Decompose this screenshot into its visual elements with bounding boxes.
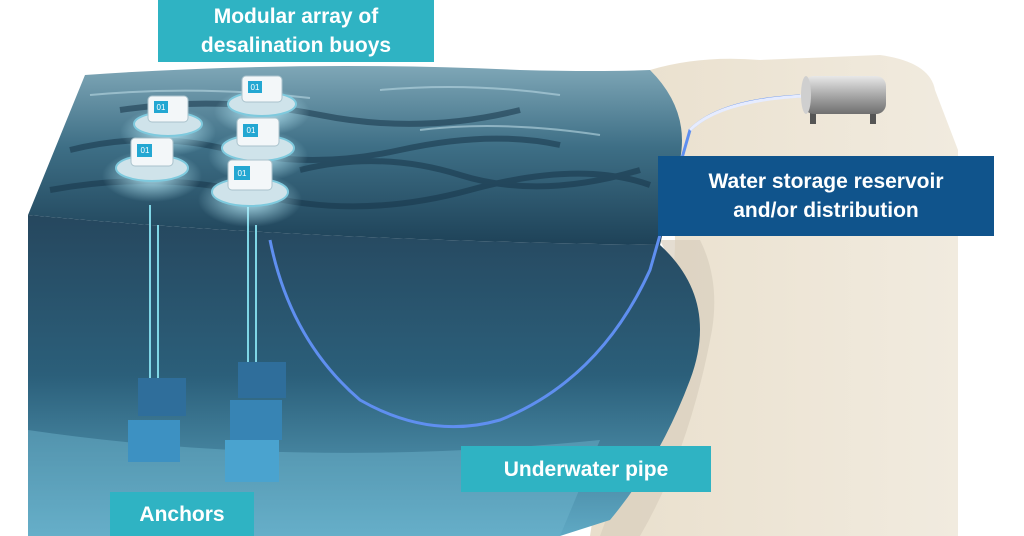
label-reservoir-line2: and/or distribution xyxy=(733,199,919,222)
buoy: 01 xyxy=(198,159,302,227)
label-reservoir-line1: Water storage reservoir xyxy=(708,170,944,193)
buoy-display: 01 xyxy=(247,126,256,135)
anchor-block xyxy=(238,362,286,398)
label-water-storage: Water storage reservoir and/or distribut… xyxy=(658,156,994,236)
label-anchors: Anchors xyxy=(110,492,254,536)
label-buoys-line1: Modular array of xyxy=(213,5,379,28)
anchor-block xyxy=(138,378,186,416)
surface-pipe xyxy=(688,94,806,132)
anchor-block xyxy=(225,440,279,482)
buoy-display: 01 xyxy=(157,103,166,112)
anchor-blocks xyxy=(128,362,286,482)
anchor-block xyxy=(128,420,180,462)
label-anchors-text: Anchors xyxy=(139,502,225,526)
buoy-display: 01 xyxy=(238,169,247,178)
label-buoys-line2: desalination buoys xyxy=(200,34,392,57)
buoy: 01 xyxy=(102,137,202,202)
anchor-block xyxy=(230,400,282,440)
mooring-lines xyxy=(149,205,257,380)
buoy-display: 01 xyxy=(141,146,150,155)
label-underwater-pipe: Underwater pipe xyxy=(461,446,711,492)
label-pipe-text: Underwater pipe xyxy=(503,457,669,481)
buoy-display: 01 xyxy=(251,83,260,92)
storage-tank xyxy=(801,76,886,124)
label-desalination-buoys: Modular array of desalination buoys xyxy=(158,0,434,62)
